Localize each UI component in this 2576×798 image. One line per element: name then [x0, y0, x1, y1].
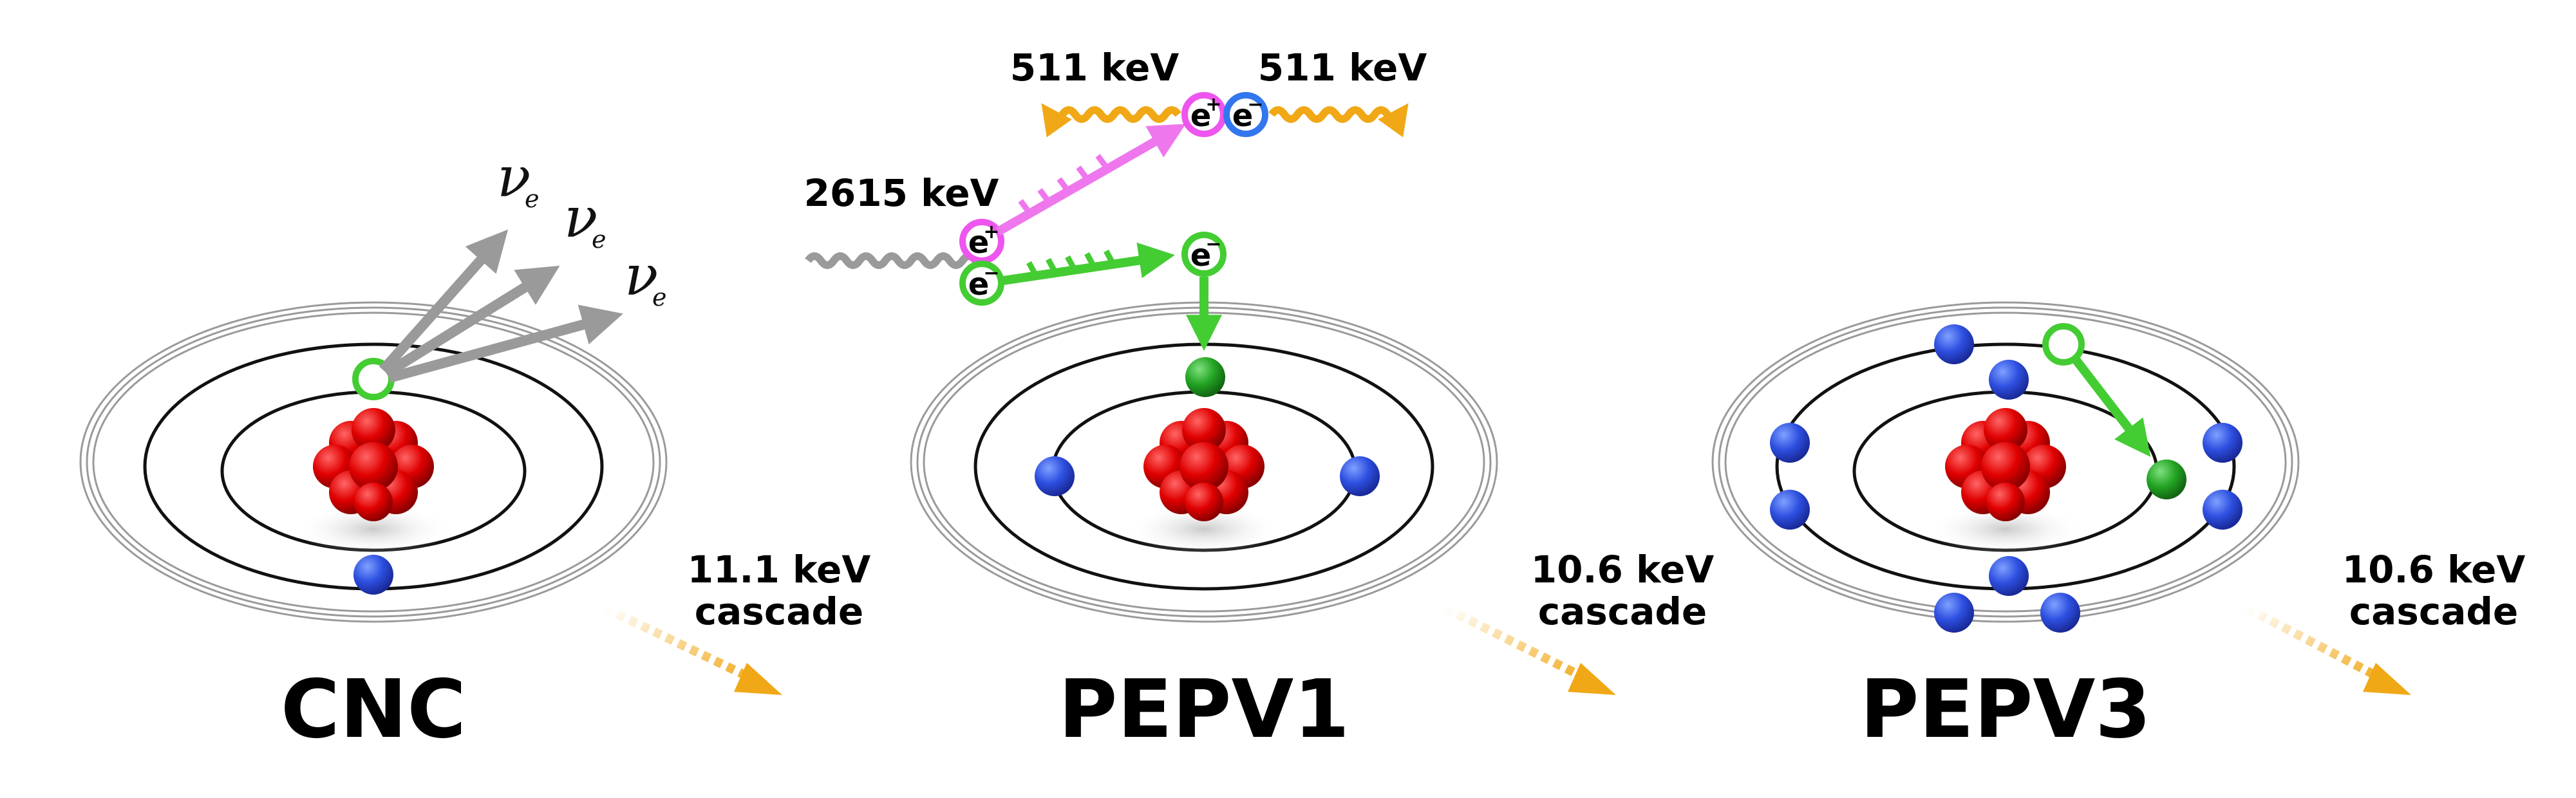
neutrino-arrows: [379, 229, 623, 383]
atom-title-pepv3: PEPV3: [1860, 663, 2151, 756]
neutrino-label-3: ν e: [625, 244, 667, 311]
electron-blue: [1934, 593, 1974, 633]
svg-text:e: e: [1190, 237, 1212, 274]
neutrino-label-1: ν e: [497, 145, 540, 213]
electron-blue: [1340, 456, 1380, 496]
electron-blue: [1770, 490, 1810, 530]
svg-text:−: −: [983, 262, 999, 284]
nucleus-cluster-icon: [313, 408, 434, 521]
free-electron: e −: [1181, 232, 1227, 277]
electron-blue: [1770, 423, 1810, 463]
neutrino-label-2: ν e: [564, 186, 606, 254]
annihilation-left-label: 511 keV: [1010, 46, 1180, 89]
svg-text:cascade: cascade: [1538, 589, 1707, 633]
electron-blue: [2040, 593, 2080, 633]
atom-title-pepv1: PEPV1: [1058, 663, 1349, 756]
atom-title-cnc: CNC: [281, 663, 466, 756]
svg-text:e: e: [652, 283, 667, 311]
svg-text:e: e: [968, 225, 990, 261]
photon-left: [1041, 103, 1181, 138]
cascade-pepv3: 10.6 keV cascade: [2244, 548, 2526, 695]
wavy-photon-icon: [805, 252, 979, 269]
svg-text:cascade: cascade: [2349, 589, 2518, 633]
positron-track: [995, 124, 1186, 236]
svg-text:e: e: [592, 225, 606, 254]
nucleus-shadow: [1928, 503, 2083, 555]
nucleus-cluster-icon: [1143, 408, 1264, 521]
annihilation-pair: e + e −: [1181, 92, 1268, 137]
vacancy-ring-icon: [2042, 323, 2085, 366]
nucleus-cluster-icon: [1945, 408, 2066, 521]
electron-blue: [1989, 360, 2029, 400]
atom-pepv1: 2615 keV e + e −: [804, 46, 1715, 756]
atom-pepv3: PEPV3 10.6 keV cascade: [1711, 301, 2526, 756]
annihilation-right-label: 511 keV: [1258, 46, 1427, 89]
nucleus-shadow: [296, 503, 451, 555]
svg-text:cascade: cascade: [695, 589, 863, 633]
svg-text:ν: ν: [497, 145, 531, 210]
outer-shell-rings: [79, 301, 668, 623]
atom-cnc: ν e ν e ν e CNC 11.1 keV cascade: [79, 145, 871, 756]
svg-text:−: −: [1205, 233, 1221, 255]
svg-text:10.6 keV: 10.6 keV: [1531, 548, 1715, 591]
electron-blue: [1035, 456, 1075, 496]
svg-text:−: −: [1247, 93, 1263, 116]
electron-blue: [2203, 423, 2242, 463]
svg-text:e: e: [1190, 98, 1212, 134]
nucleus-shadow: [1127, 503, 1281, 555]
electron-particle-pair: e −: [959, 261, 1004, 306]
svg-text:e: e: [968, 266, 990, 302]
electron-blue: [2203, 490, 2242, 530]
cascade-cnc: 11.1 keV cascade: [603, 548, 871, 695]
electron-green: [2147, 459, 2186, 499]
svg-text:11.1 keV: 11.1 keV: [688, 548, 871, 591]
svg-text:+: +: [983, 221, 999, 243]
svg-text:10.6 keV: 10.6 keV: [2342, 548, 2526, 591]
svg-text:e: e: [1232, 98, 1254, 134]
svg-text:ν: ν: [625, 244, 658, 308]
gamma-energy-label: 2615 keV: [804, 171, 999, 215]
transition-arrow: [2073, 357, 2151, 457]
electron-track: [1002, 242, 1175, 285]
electron-blue: [1989, 556, 2029, 596]
electron-blue: [353, 555, 393, 595]
electron-blue: [1934, 324, 1974, 364]
svg-text:+: +: [1205, 93, 1221, 116]
electron-green: [1185, 357, 1225, 397]
cascade-pepv1: 10.6 keV cascade: [1443, 548, 1715, 695]
outer-shell-rings: [1711, 301, 2300, 623]
svg-text:e: e: [525, 185, 540, 213]
photon-right: [1268, 103, 1409, 138]
positron-particle: e +: [959, 219, 1004, 264]
svg-text:ν: ν: [564, 186, 597, 250]
